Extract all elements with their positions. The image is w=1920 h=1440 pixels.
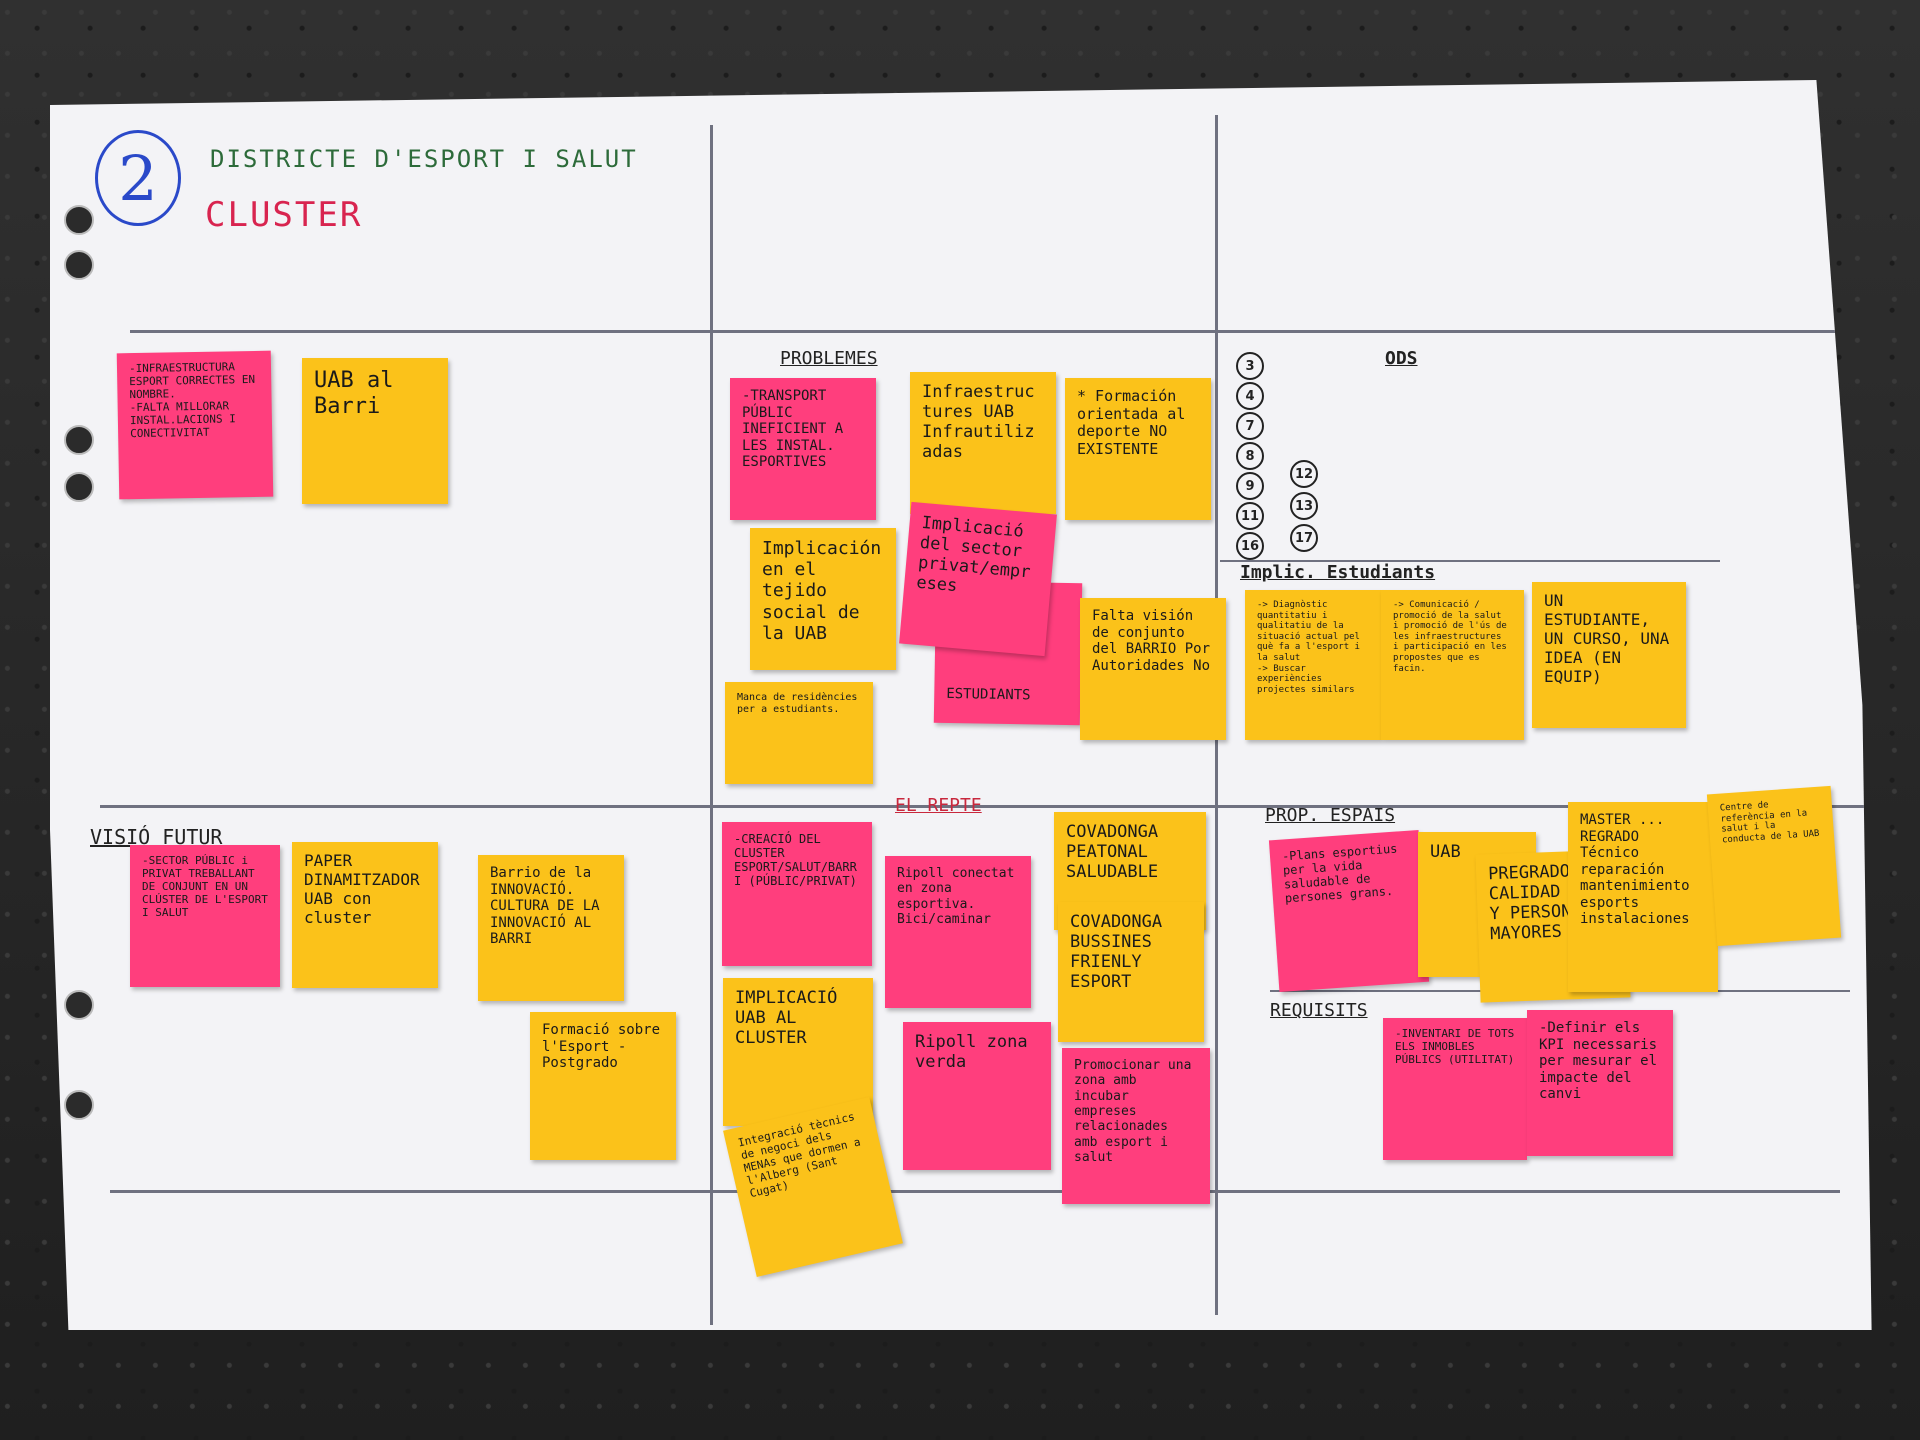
ods-badge: 7 (1236, 412, 1264, 440)
binder-hole (64, 472, 94, 502)
note-text: Integració tècnics de negoci dels MENAs … (736, 1108, 869, 1201)
board-subtitle: CLUSTER (205, 195, 363, 235)
label-prop-espais: PROP. ESPAIS (1265, 805, 1396, 826)
binder-hole (64, 425, 94, 455)
binder-hole (64, 250, 94, 280)
label-implic-estudiants: Implic. Estudiants (1240, 562, 1436, 583)
ods-badge: 3 (1236, 352, 1264, 380)
note-text: -INVENTARI DE TOTS ELS INMOBLES PÚBLICS … (1395, 1027, 1521, 1066)
sticky-note: -> Comunicació / promoció de la salut i … (1381, 590, 1524, 740)
ods-badge: 4 (1236, 382, 1264, 410)
grid-line (110, 1190, 1840, 1193)
label-requisits: REQUISITS (1270, 1000, 1368, 1021)
sticky-note: Implicación en el tejido social de la UA… (750, 528, 896, 670)
sticky-note: -SECTOR PÚBLIC i PRIVAT TREBALLANT DE CO… (130, 845, 280, 987)
note-text: COVADONGA PEATONAL SALUDABLE (1066, 822, 1169, 883)
ods-badge: 9 (1236, 472, 1264, 500)
sticky-note: Falta visión de conjunto del BARRIO Por … (1080, 598, 1226, 740)
note-text: Ripoll zona verda (915, 1032, 1038, 1073)
binder-hole (64, 990, 94, 1020)
note-text: Implicación en el tejido social de la UA… (762, 538, 893, 644)
note-text: Implicació del sector privat/empreses (915, 512, 1035, 597)
note-text: ESTUDIANTS (946, 685, 1031, 704)
note-text: Falta visión de conjunto del BARRIO Por … (1092, 608, 1219, 674)
sticky-note: MASTER ... REGRADO Técnico reparación ma… (1568, 802, 1718, 992)
sticky-note: Centre de referència en la salut i la co… (1706, 785, 1842, 947)
label-ods: ODS (1385, 348, 1418, 369)
note-text: -INFRAESTRUCTURA ESPORT CORRECTES EN NOM… (128, 360, 262, 440)
grid-line (130, 330, 1870, 333)
note-text: PAPER DINAMITZADOR UAB con cluster (304, 851, 430, 927)
grid-line (710, 125, 713, 1325)
note-text: Promocionar una zona amb incubar emprese… (1074, 1058, 1200, 1165)
binder-hole (64, 1090, 94, 1120)
sticky-note: Infraestructures UAB Infrautilizadas (910, 372, 1056, 514)
note-text: COVADONGA BUSSINES FRIENLY ESPORT (1070, 912, 1173, 993)
sticky-note: -Definir els KPI necessaris per mesurar … (1527, 1010, 1673, 1156)
note-text: UN ESTUDIANTE, UN CURSO, UNA IDEA (EN EQ… (1544, 591, 1679, 686)
sticky-note: Formació sobre l'Esport - Postgrado (530, 1012, 676, 1160)
grid-line (100, 805, 1872, 808)
ods-badge: 13 (1290, 492, 1318, 520)
sticky-note: Ripoll conectat en zona esportiva. Bici/… (885, 856, 1031, 1008)
sticky-note: Implicació del sector privat/empreses (899, 501, 1057, 657)
note-text: -CREACIÓ DEL CLUSTER ESPORT/SALUT/BARRI … (734, 832, 857, 889)
note-text: Manca de residències per a estudiants. (737, 692, 864, 715)
sticky-note: Barrio de la INNOVACIÓ. CULTURA DE LA IN… (478, 855, 624, 1001)
ods-badge: 16 (1236, 532, 1264, 560)
grid-line (1220, 560, 1720, 562)
sticky-note: PAPER DINAMITZADOR UAB con cluster (292, 842, 438, 988)
ods-badge: 11 (1236, 502, 1264, 530)
sticky-note: -CREACIÓ DEL CLUSTER ESPORT/SALUT/BARRI … (722, 822, 872, 966)
sticky-note: -Plans esportius per la vida saludable d… (1268, 829, 1430, 993)
sticky-note: Manca de residències per a estudiants. (725, 682, 873, 784)
sticky-note: COVADONGA BUSSINES FRIENLY ESPORT (1058, 902, 1204, 1042)
sticky-note: -TRANSPORT PÚBLIC INEFICIENT A LES INSTA… (730, 378, 876, 520)
sticky-note: UN ESTUDIANTE, UN CURSO, UNA IDEA (EN EQ… (1532, 582, 1686, 728)
note-text: IMPLICACIÓ UAB AL CLUSTER (735, 988, 848, 1049)
board-title: DISTRICTE D'ESPORT I SALUT (210, 145, 638, 173)
note-text: -Plans esportius per la vida saludable d… (1281, 840, 1406, 906)
binder-hole (64, 205, 94, 235)
note-text: Formació sobre l'Esport - Postgrado (542, 1022, 669, 1072)
note-text: -Definir els KPI necessaris per mesurar … (1539, 1020, 1666, 1103)
note-text: MASTER ... REGRADO Técnico reparación ma… (1580, 812, 1699, 928)
sticky-note: -INVENTARI DE TOTS ELS INMOBLES PÚBLICS … (1383, 1018, 1527, 1160)
sticky-note: Ripoll zona verda (903, 1022, 1051, 1170)
label-el-repte: EL REPTE (895, 795, 982, 816)
note-text: Barrio de la INNOVACIÓ. CULTURA DE LA IN… (490, 865, 609, 948)
sticky-note: -> Diagnòstic quantitatiu i qualitatiu d… (1245, 590, 1381, 740)
note-text: Ripoll conectat en zona esportiva. Bici/… (897, 866, 1023, 927)
sticky-note: Promocionar una zona amb incubar emprese… (1062, 1048, 1210, 1204)
ods-badge: 17 (1290, 524, 1318, 552)
note-text: -SECTOR PÚBLIC i PRIVAT TREBALLANT DE CO… (142, 854, 275, 919)
note-text: -> Diagnòstic quantitatiu i qualitatiu d… (1257, 600, 1360, 695)
sticky-note: -INFRAESTRUCTURA ESPORT CORRECTES EN NOM… (116, 350, 274, 500)
note-text: -> Comunicació / promoció de la salut i … (1393, 600, 1513, 674)
note-text: UAB (1430, 842, 1461, 862)
board-number: 2 (95, 130, 181, 226)
note-text: UAB al Barri (314, 368, 407, 419)
sticky-note: * Formación orientada al deporte NO EXIS… (1065, 378, 1211, 520)
note-text: * Formación orientada al deporte NO EXIS… (1077, 387, 1195, 459)
label-problemes: PROBLEMES (780, 348, 878, 369)
ods-badge: 8 (1236, 442, 1264, 470)
note-text: Infraestructures UAB Infrautilizadas (922, 382, 1035, 463)
sticky-note: UAB al Barri (302, 358, 448, 504)
ods-badge: 12 (1290, 460, 1318, 488)
note-text: Centre de referència en la salut i la co… (1719, 799, 1820, 846)
note-text: -TRANSPORT PÚBLIC INEFICIENT A LES INSTA… (742, 388, 852, 471)
